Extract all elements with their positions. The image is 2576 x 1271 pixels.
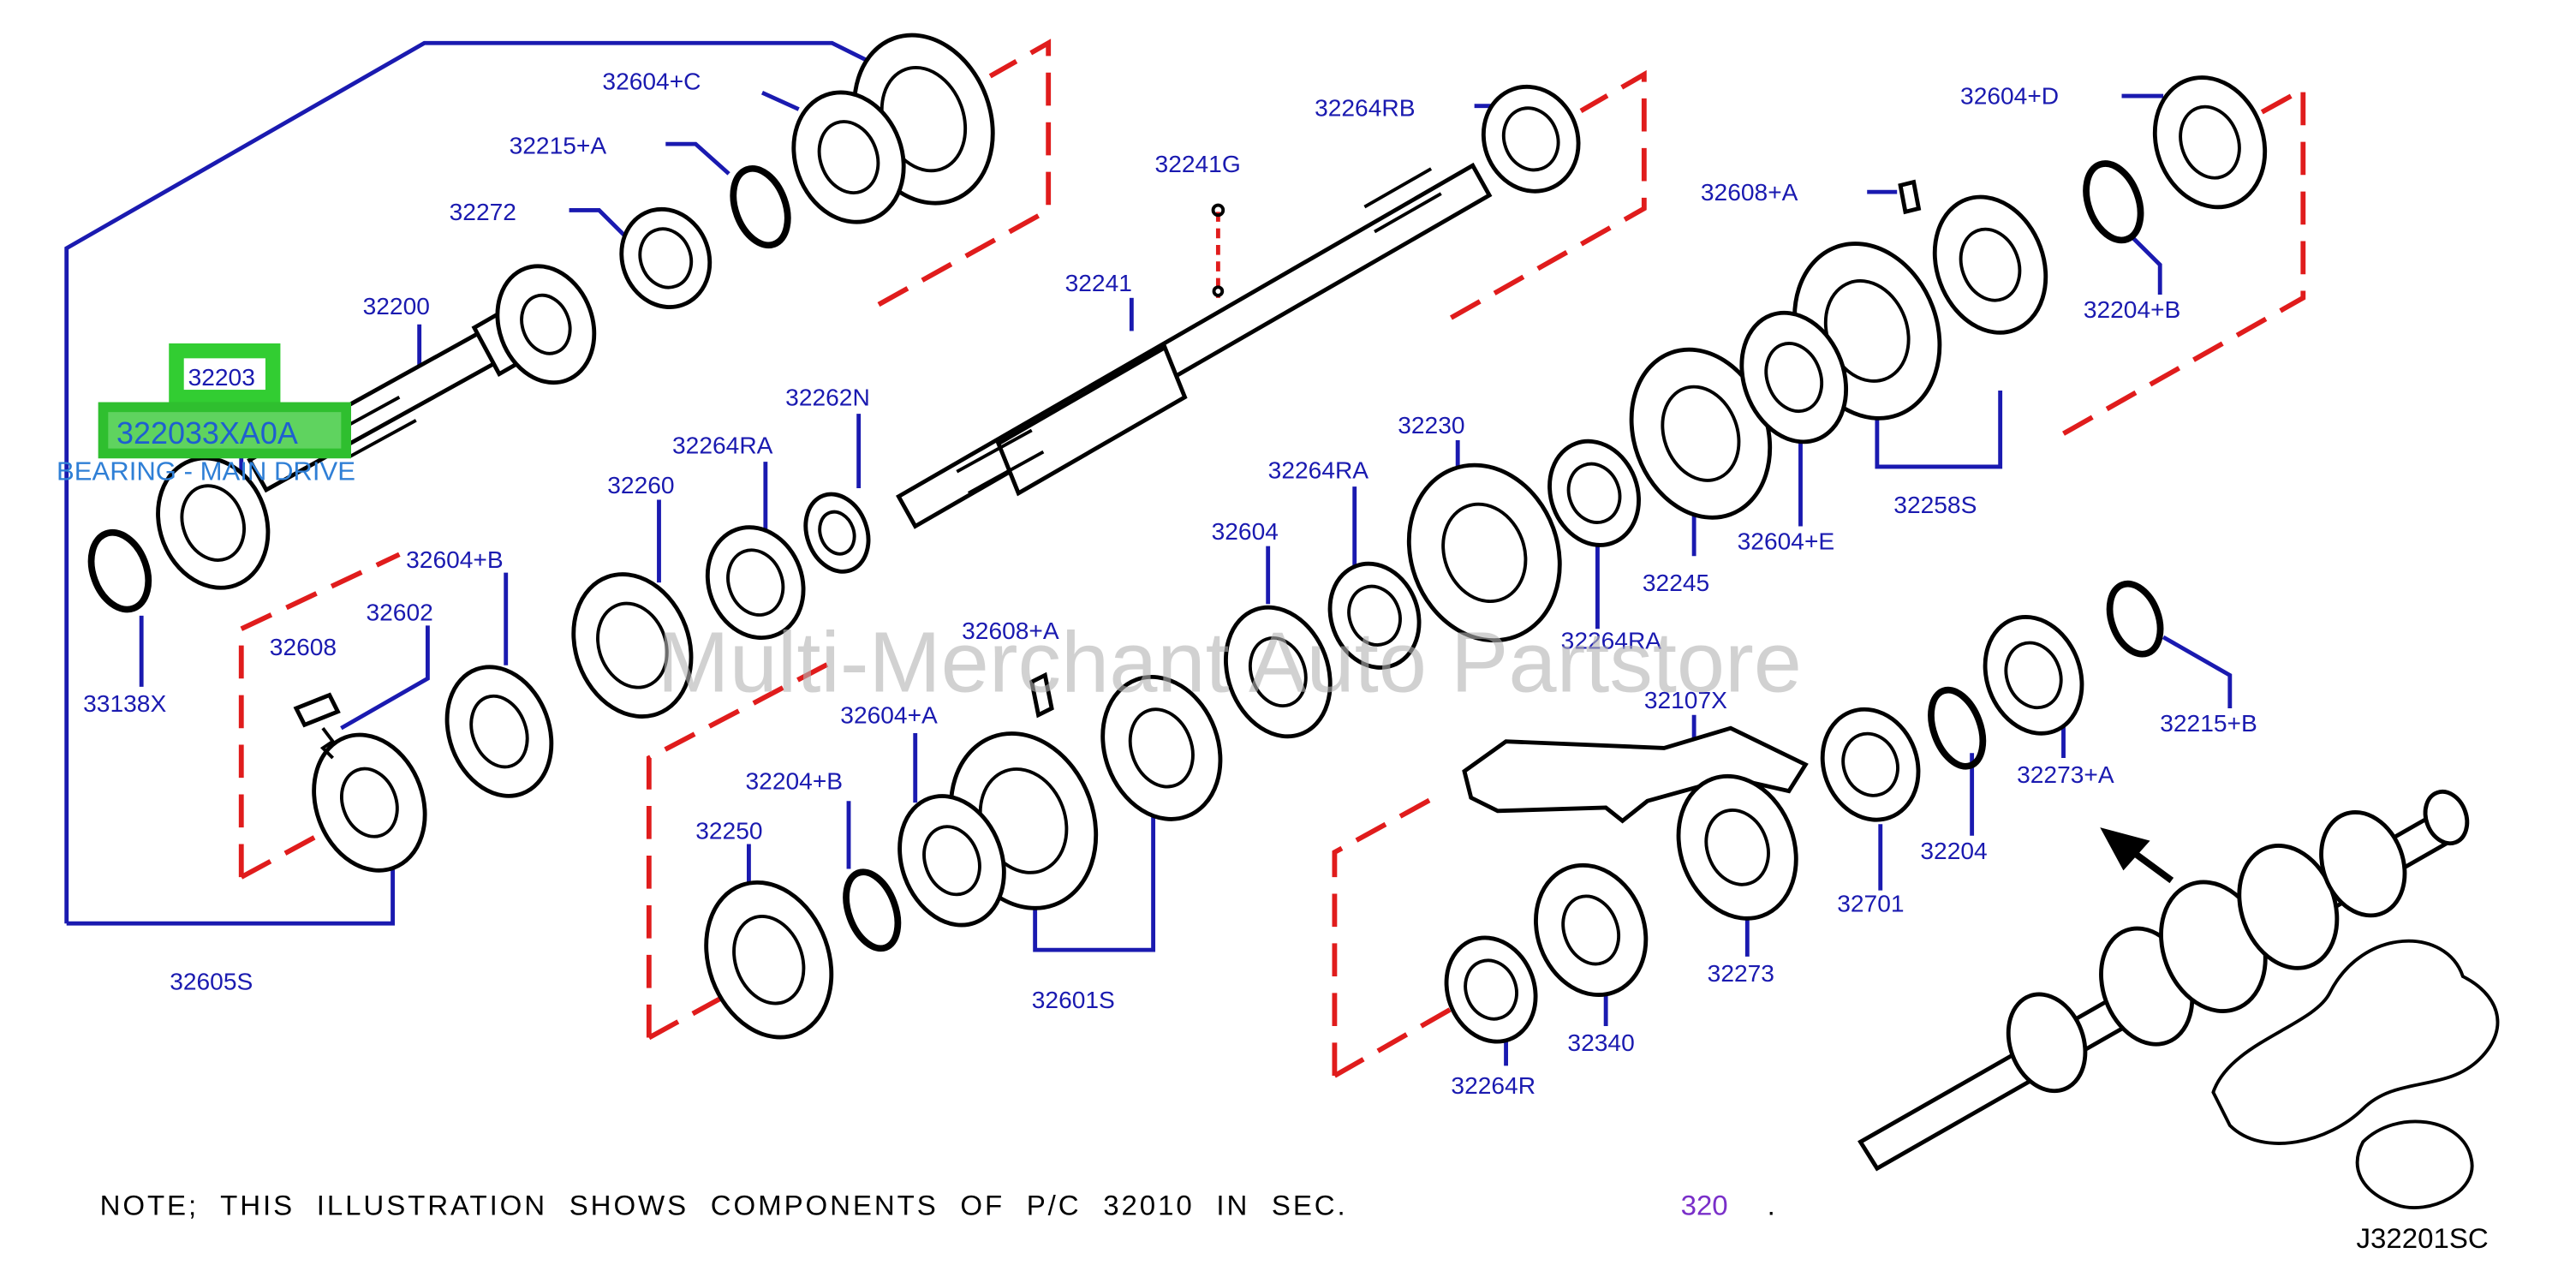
highlight-box-32203 bbox=[169, 343, 281, 405]
collar-32262N bbox=[803, 492, 871, 574]
gear-32250 bbox=[704, 880, 834, 1040]
highlight-box-322033XA0A bbox=[98, 402, 352, 459]
label-32200[interactable]: 32200 bbox=[363, 293, 430, 319]
synchro-hub-32604A bbox=[897, 731, 1099, 928]
gear-32604 bbox=[1224, 605, 1333, 739]
synchro-ring-32604D bbox=[2152, 75, 2268, 210]
label-32604[interactable]: 32604 bbox=[1212, 518, 1279, 545]
label-32204B-2[interactable]: 32204+B bbox=[2084, 296, 2181, 323]
label-32264RA-2[interactable]: 32264RA bbox=[1268, 457, 1369, 484]
label-32245[interactable]: 32245 bbox=[1643, 570, 1709, 596]
illustration-note: NOTE; THIS ILLUSTRATION SHOWS COMPONENTS… bbox=[100, 1189, 1348, 1220]
label-32264R[interactable]: 32264R bbox=[1451, 1072, 1535, 1099]
label-32241G[interactable]: 32241G bbox=[1155, 151, 1241, 177]
label-32230[interactable]: 32230 bbox=[1398, 412, 1464, 439]
label-32601S[interactable]: 32601S bbox=[1032, 987, 1115, 1013]
label-33138X[interactable]: 33138X bbox=[83, 690, 166, 717]
gear-32230 bbox=[1406, 462, 1562, 643]
label-32204B-1[interactable]: 32204+B bbox=[746, 768, 844, 795]
label-32604D[interactable]: 32604+D bbox=[1960, 83, 2059, 110]
direction-arrow-icon bbox=[2100, 827, 2174, 884]
label-32215A[interactable]: 32215+A bbox=[510, 133, 607, 159]
watermark-text: Multi-Merchant Auto Partstore bbox=[658, 615, 1802, 711]
label-32602[interactable]: 32602 bbox=[366, 600, 432, 626]
snap-ring-32215B bbox=[2106, 580, 2164, 658]
gear-32260 bbox=[571, 572, 694, 719]
insert-key-32608A-2 bbox=[1898, 179, 1922, 215]
bearing-32273 bbox=[1676, 773, 1798, 921]
label-32241[interactable]: 32241 bbox=[1065, 270, 1132, 296]
part-labels: 32604+C 32215+A 32272 32200 32203 322033… bbox=[57, 68, 2257, 1099]
label-32608[interactable]: 32608 bbox=[270, 634, 337, 660]
assembled-shaft-overview bbox=[1857, 790, 2470, 1172]
label-32250[interactable]: 32250 bbox=[695, 818, 762, 844]
label-32604A[interactable]: 32604+A bbox=[840, 701, 938, 728]
label-32258S[interactable]: 32258S bbox=[1893, 492, 1977, 518]
gear-32340 bbox=[1534, 862, 1649, 998]
snap-ring-32204 bbox=[1928, 686, 1987, 770]
needle-bearing-32264RA-3 bbox=[1547, 439, 1641, 547]
label-32107X[interactable]: 32107X bbox=[1644, 687, 1727, 713]
label-32264RA-1[interactable]: 32264RA bbox=[672, 433, 773, 459]
label-32264RA-3[interactable]: 32264RA bbox=[1561, 628, 1662, 654]
label-32203[interactable]: 32203 bbox=[188, 364, 255, 391]
needle-bearing-32264RA-1 bbox=[705, 525, 806, 641]
label-32604C[interactable]: 32604+C bbox=[602, 68, 701, 94]
bearing-main-drive-32203 bbox=[156, 456, 271, 590]
synchro-hub-32604C bbox=[791, 33, 995, 224]
needle-bearing-32264RA-2 bbox=[1327, 561, 1422, 670]
diagram-code: J32201SC bbox=[2357, 1222, 2489, 1254]
snap-ring-33138X bbox=[87, 528, 152, 613]
label-32605S[interactable]: 32605S bbox=[170, 969, 253, 995]
label-32262N[interactable]: 32262N bbox=[785, 384, 870, 410]
gear-32245 bbox=[1629, 347, 1773, 520]
insert-key-32608A-1 bbox=[1029, 671, 1054, 719]
label-32215B[interactable]: 32215+B bbox=[2160, 710, 2257, 737]
label-32264RB[interactable]: 32264RB bbox=[1315, 94, 1415, 121]
gear-32605S bbox=[312, 732, 427, 873]
spring-32602 bbox=[319, 727, 336, 760]
snap-ring-32204B-2 bbox=[2083, 160, 2144, 244]
synchro-hub-32604E bbox=[1739, 242, 1942, 445]
label-32260[interactable]: 32260 bbox=[607, 472, 674, 498]
section-link-320[interactable]: 320 bbox=[1681, 1189, 1728, 1220]
label-32340[interactable]: 32340 bbox=[1567, 1029, 1634, 1056]
insert-key-32608 bbox=[293, 692, 341, 728]
label-322033XA0A[interactable]: 322033XA0A bbox=[116, 416, 298, 451]
main-shaft-32241 bbox=[896, 162, 1493, 529]
label-32701[interactable]: 32701 bbox=[1837, 891, 1904, 917]
bearing-32273A bbox=[1983, 615, 2084, 736]
snap-ring-32215A bbox=[730, 164, 791, 249]
gear-outline-silhouette bbox=[2211, 939, 2500, 1209]
label-32604E[interactable]: 32604+E bbox=[1738, 528, 1835, 555]
label-32273[interactable]: 32273 bbox=[1708, 960, 1774, 987]
label-32604B[interactable]: 32604+B bbox=[406, 546, 504, 573]
snap-ring-32204B-1 bbox=[843, 868, 902, 952]
needle-bearing-32272 bbox=[619, 206, 713, 309]
gear-32701 bbox=[1820, 707, 1921, 822]
label-32273A[interactable]: 32273+A bbox=[2017, 761, 2114, 788]
needle-bearing-32264R bbox=[1444, 935, 1538, 1044]
label-32608A-2[interactable]: 32608+A bbox=[1701, 179, 1798, 206]
needle-bearing-32264RB bbox=[1481, 84, 1581, 194]
gear-32258S bbox=[1932, 194, 2048, 335]
label-32272[interactable]: 32272 bbox=[450, 199, 516, 225]
parts bbox=[87, 33, 2500, 1209]
note-period: . bbox=[1768, 1189, 1780, 1220]
label-32204[interactable]: 32204 bbox=[1920, 838, 1987, 864]
label-bearing-main-drive-description: BEARING - MAIN DRIVE bbox=[57, 456, 355, 486]
gear-32601S bbox=[1100, 674, 1223, 821]
label-32608A-1[interactable]: 32608+A bbox=[962, 618, 1059, 644]
synchro-ring-32604B bbox=[444, 665, 554, 798]
